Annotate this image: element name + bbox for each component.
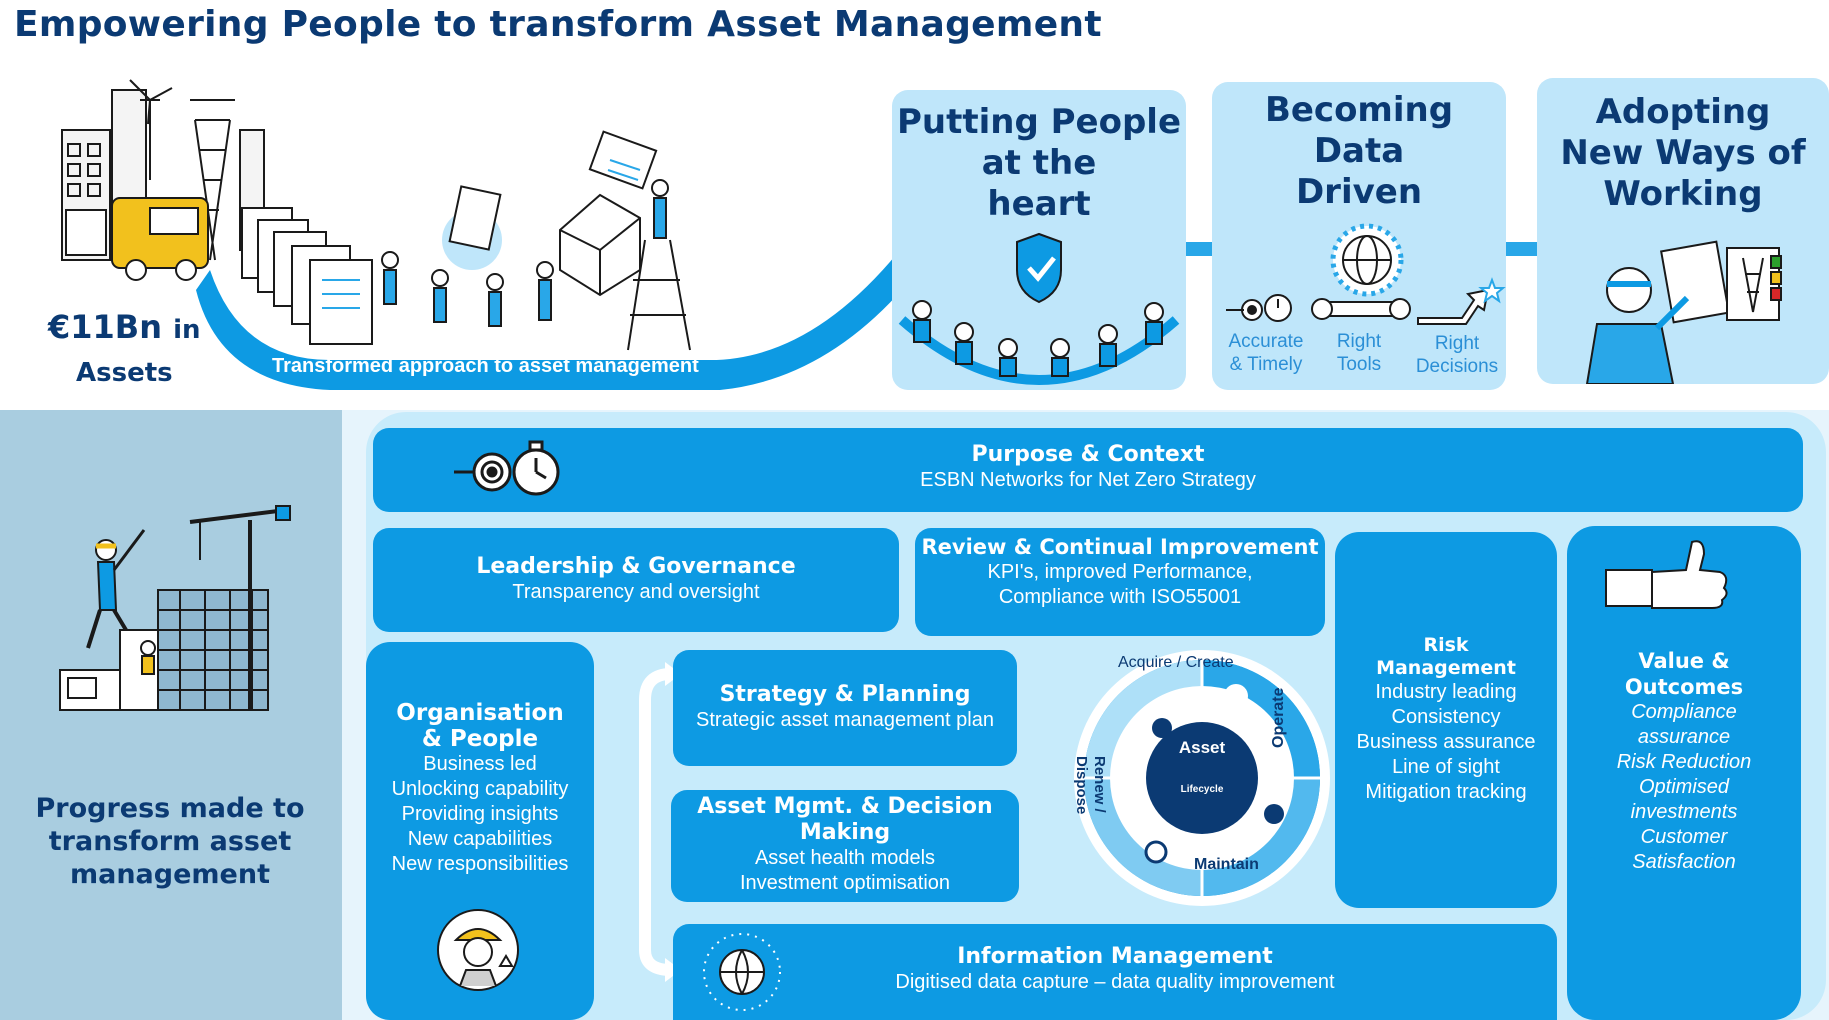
value-line: Optimised [1638, 776, 1730, 798]
information-management-box: Information Management Digitised data ca… [673, 924, 1557, 1020]
value-line: Compliance [1631, 701, 1737, 723]
connector [1184, 242, 1216, 256]
value-line: Risk Reduction [1616, 751, 1752, 773]
leadership-box: Leadership & Governance Transparency and… [373, 528, 899, 632]
risk-line: Business assurance [1356, 731, 1536, 753]
pillar-people-title: Putting People at the heart [896, 102, 1182, 224]
pillar-data-title: Becoming Data Driven [1264, 90, 1454, 212]
assets-suffix: in [173, 315, 201, 345]
risk-title: Risk Management [1376, 634, 1516, 679]
lifecycle-acquire: Acquire / Create [1118, 654, 1234, 671]
progress-text: Progress made to transform asset managem… [35, 793, 305, 890]
people-heart-illustration [898, 232, 1180, 385]
arrow-up-icon [1417, 277, 1506, 325]
construction-illustration [59, 505, 291, 711]
city-buildings-icon [61, 79, 265, 261]
assets-value: €11Bn in [48, 308, 201, 346]
wrench-icon [1311, 298, 1411, 320]
pillar-new-ways-title: Adopting New Ways of Working [1560, 92, 1806, 214]
org-line: New capabilities [407, 828, 553, 850]
asset-mgmt-line: Asset health models [754, 847, 936, 869]
renew-icon [1152, 718, 1172, 738]
review-line: KPI's, improved Performance, [987, 561, 1253, 583]
strategy-planning-box: Strategy & Planning Strategic asset mana… [673, 650, 1017, 766]
target-stopwatch-icon [454, 440, 560, 496]
lifecycle-center-sub: Lifecycle [1180, 784, 1224, 795]
value-line: Customer [1640, 826, 1728, 848]
lifecycle-renew: Renew / [1091, 756, 1108, 813]
value-line: assurance [1637, 726, 1731, 748]
lifecycle-center [1146, 722, 1258, 834]
risk-line: Industry leading [1375, 681, 1517, 703]
asset-lifecycle-wheel [1074, 650, 1330, 906]
review-line: Compliance with ISO55001 [998, 586, 1242, 608]
org-line: Unlocking capability [391, 778, 569, 800]
thumbs-up-icon [1605, 540, 1728, 609]
review-box: Review & Continual Improvement KPI's, im… [915, 528, 1325, 636]
org-title: Organisation & People [396, 700, 564, 752]
hand-icon [1224, 684, 1248, 708]
crowd-icon [912, 300, 1164, 377]
risk-line: Mitigation tracking [1365, 781, 1527, 803]
gear-icon [1264, 804, 1284, 824]
info-sub: Digitised data capture – data quality im… [895, 971, 1335, 993]
review-title: Review & Continual Improvement [921, 535, 1319, 559]
assets-amount: €11Bn [48, 308, 162, 346]
pillar-new-ways: Adopting New Ways of Working [1537, 78, 1829, 384]
risk-management-box: Risk Management Industry leading Consist… [1335, 532, 1557, 908]
connector [1505, 242, 1537, 256]
leadership-title: Leadership & Governance [476, 554, 796, 579]
documents-icon [241, 207, 373, 345]
info-title: Information Management [957, 944, 1273, 969]
purpose-title: Purpose & Context [971, 442, 1205, 467]
lifecycle-operate: Operate [1270, 687, 1287, 748]
value-line: Satisfaction [1632, 851, 1736, 873]
shield-check-icon [1016, 232, 1062, 304]
value-title: Value & Outcomes [1624, 649, 1744, 699]
strategy-sub: Strategic asset management plan [696, 709, 994, 731]
leadership-sub: Transparency and oversight [512, 581, 760, 603]
assets-label: Assets [76, 358, 173, 388]
org-line: Providing insights [401, 803, 559, 825]
page-title: Empowering People to transform Asset Man… [14, 4, 1102, 45]
worker-thumbs-up-icon [437, 909, 519, 991]
assets-illustration [61, 79, 900, 390]
purpose-context-box: Purpose & Context ESBN Networks for Net … [373, 428, 1803, 512]
people-working-icon [381, 130, 691, 351]
target-stopwatch-icon [1226, 294, 1292, 322]
lifecycle-maintain: Maintain [1194, 856, 1259, 873]
data-item-tools: Right Tools [1336, 331, 1382, 375]
pillar-data-driven: Becoming Data Driven Accurate & Timely R… [1212, 82, 1506, 390]
van-icon [111, 197, 209, 281]
data-item-accurate: Accurate & Timely [1228, 331, 1304, 375]
value-line: investments [1630, 801, 1738, 823]
asset-mgmt-line: Investment optimisation [739, 872, 951, 894]
risk-line: Consistency [1391, 706, 1501, 728]
org-line: New responsibilities [391, 853, 569, 875]
org-line: Business led [423, 753, 537, 775]
lifecycle-dispose: Dispose [1073, 756, 1090, 815]
pillar-people: Putting People at the heart [892, 90, 1186, 390]
strategy-title: Strategy & Planning [719, 682, 971, 707]
asset-mgmt-box: Asset Mgmt. & Decision Making Asset heal… [671, 790, 1019, 902]
wrench-icon [1144, 840, 1168, 864]
road-label: Transformed approach to asset management [272, 355, 699, 377]
purpose-sub: ESBN Networks for Net Zero Strategy [920, 469, 1256, 491]
inspector-illustration [1585, 240, 1782, 384]
globe-icon [703, 933, 781, 1011]
road-band [196, 250, 900, 390]
globe-icon [1330, 223, 1404, 297]
lifecycle-center-label: Asset [1178, 738, 1226, 757]
risk-line: Line of sight [1392, 756, 1500, 778]
asset-mgmt-title: Asset Mgmt. & Decision Making [697, 794, 993, 845]
data-item-decisions: Right Decisions [1415, 333, 1499, 377]
data-icons [1226, 223, 1506, 325]
